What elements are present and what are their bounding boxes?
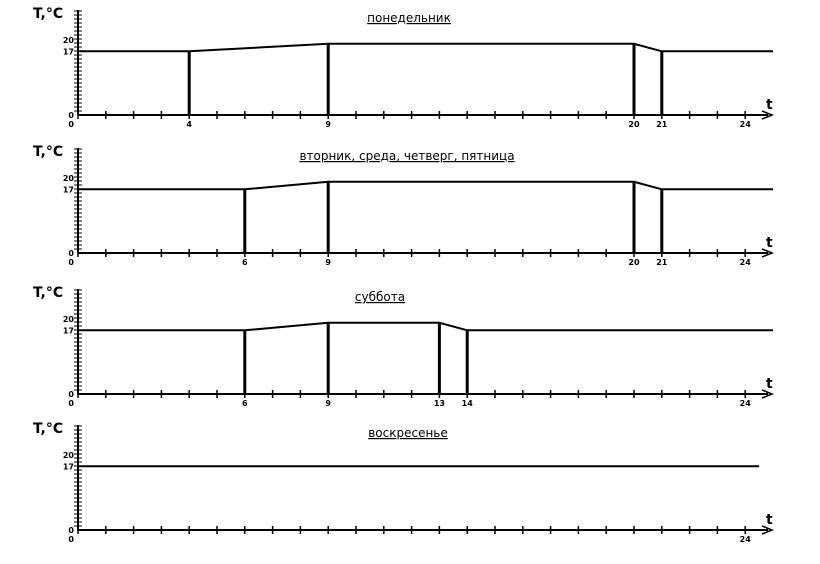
temperature-series-line	[78, 42, 773, 53]
y-tick-label: 0	[68, 111, 74, 120]
y-tick-label: 17	[63, 185, 74, 194]
x-tick-label: 14	[462, 399, 474, 408]
x-tick-label: 6	[242, 399, 248, 408]
x-tick-label: 24	[740, 120, 752, 129]
chart-marks	[74, 289, 775, 399]
x-axis-arrow	[761, 389, 775, 399]
x-axis-arrow	[761, 525, 775, 535]
x-tick-labels: 0 4 9 20 21 24	[68, 120, 751, 129]
chart-panel-monday: T,°C понедельник t 0 17 20 0 4 9 20 21 24	[33, 6, 775, 129]
x-tick-label: 20	[628, 120, 640, 129]
x-tick-labels: 0 6 9 13 14 24	[68, 399, 751, 408]
x-axis-arrow	[761, 110, 775, 120]
y-tick-labels: 0 17 20	[63, 174, 75, 258]
chart-panel-tue-fri: T,°C вторник, среда, четверг, пятница t …	[33, 144, 775, 267]
x-tick-label: 0	[68, 120, 74, 129]
y-axis-label: T,°C	[33, 285, 63, 301]
chart-panel-sunday: T,°C воскресенье t 0 17 20 0 24	[33, 421, 775, 544]
x-axis-label: t	[766, 235, 773, 251]
x-tick-label: 0	[68, 535, 74, 544]
x-tick-label: 13	[434, 399, 445, 408]
y-tick-labels: 0 17 20	[63, 315, 75, 399]
y-tick-label: 20	[63, 451, 75, 460]
x-tick-label: 9	[325, 399, 331, 408]
y-tick-labels: 0 17 20	[63, 36, 75, 120]
temperature-series-line	[78, 321, 773, 332]
y-axis-label: T,°C	[33, 421, 63, 437]
x-axis-label: t	[766, 512, 773, 528]
x-axis-label: t	[766, 97, 773, 113]
y-tick-label: 0	[68, 526, 74, 535]
x-axis-arrow	[761, 248, 775, 258]
chart-title: воскресенье	[368, 426, 448, 440]
x-tick-label: 4	[186, 120, 192, 129]
chart-marks	[74, 425, 775, 535]
y-tick-label: 0	[68, 249, 74, 258]
x-tick-label: 0	[68, 258, 74, 267]
y-axis-label: T,°C	[33, 6, 63, 22]
x-tick-label: 24	[740, 399, 752, 408]
chart-title: понедельник	[367, 11, 451, 25]
temperature-series-line	[78, 180, 773, 191]
y-axis-label: T,°C	[33, 144, 63, 160]
x-tick-label: 21	[656, 258, 668, 267]
x-tick-labels: 0 24	[68, 535, 751, 544]
y-tick-label: 20	[63, 36, 75, 45]
y-tick-label: 17	[63, 326, 74, 335]
y-tick-labels: 0 17 20	[63, 451, 75, 535]
y-tick-label: 17	[63, 462, 74, 471]
x-tick-label: 9	[325, 258, 331, 267]
y-tick-label: 17	[63, 47, 74, 56]
y-tick-label: 20	[63, 315, 75, 324]
y-tick-label: 0	[68, 390, 74, 399]
x-tick-label: 9	[325, 120, 331, 129]
x-axis-label: t	[766, 376, 773, 392]
chart-panel-saturday: T,°C суббота t 0 17 20 0 6 9 13 14 24	[33, 285, 775, 408]
x-tick-label: 6	[242, 258, 248, 267]
x-tick-label: 20	[628, 258, 640, 267]
chart-marks	[74, 148, 775, 258]
x-tick-labels: 0 6 9 20 21 24	[68, 258, 751, 267]
chart-title: вторник, среда, четверг, пятница	[299, 149, 514, 163]
x-tick-label: 21	[656, 120, 668, 129]
chart-title: суббота	[355, 290, 405, 304]
chart-marks	[74, 10, 775, 120]
x-tick-label: 0	[68, 399, 74, 408]
x-tick-label: 24	[740, 535, 752, 544]
x-tick-label: 24	[740, 258, 752, 267]
y-tick-label: 20	[63, 174, 75, 183]
